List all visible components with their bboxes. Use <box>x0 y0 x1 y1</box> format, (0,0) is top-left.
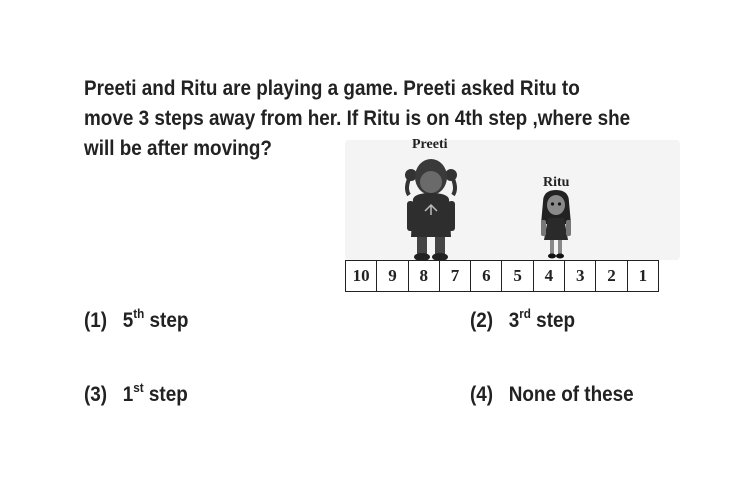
option-value: 5 <box>122 309 134 332</box>
step-cell: 10 <box>346 261 378 291</box>
option-suffix: st <box>133 380 144 395</box>
step-cell: 8 <box>409 261 440 291</box>
option-2[interactable]: (2) 3rd step <box>470 306 576 333</box>
figure-background <box>345 140 680 260</box>
option-number: (1) <box>84 309 108 332</box>
option-4[interactable]: (4) None of these <box>470 383 634 407</box>
option-number: (3) <box>84 383 108 406</box>
option-suffix: th <box>133 306 145 321</box>
step-cell: 6 <box>471 261 503 291</box>
step-cell: 9 <box>377 261 409 291</box>
ritu-figure-icon <box>541 190 571 259</box>
option-word: step <box>149 309 189 332</box>
option-1[interactable]: (1) 5th step <box>84 306 189 333</box>
option-value: None of these <box>508 383 634 406</box>
step-cell: 2 <box>596 261 628 291</box>
step-cell: 3 <box>565 261 597 291</box>
preeti-figure-icon <box>405 159 457 261</box>
steps-row: 10 9 8 7 6 5 4 3 2 1 <box>345 260 659 292</box>
step-cell: 7 <box>440 261 472 291</box>
option-number: (4) <box>470 383 494 406</box>
option-value: 3 <box>508 309 520 332</box>
option-number: (2) <box>470 309 494 332</box>
preeti-label: Preeti <box>412 137 448 152</box>
ritu-label: Ritu <box>543 175 570 190</box>
steps-figure: Preeti Ritu <box>340 135 685 295</box>
option-3[interactable]: (3) 1st step <box>84 380 188 407</box>
option-suffix: rd <box>519 306 531 321</box>
question-text: Preeti and Ritu are playing a game. Pree… <box>84 77 631 160</box>
step-cell: 5 <box>502 261 534 291</box>
option-word: step <box>148 383 188 406</box>
option-word: step <box>536 309 576 332</box>
option-value: 1 <box>122 383 134 406</box>
step-cell: 4 <box>534 261 566 291</box>
step-cell: 1 <box>628 261 659 291</box>
